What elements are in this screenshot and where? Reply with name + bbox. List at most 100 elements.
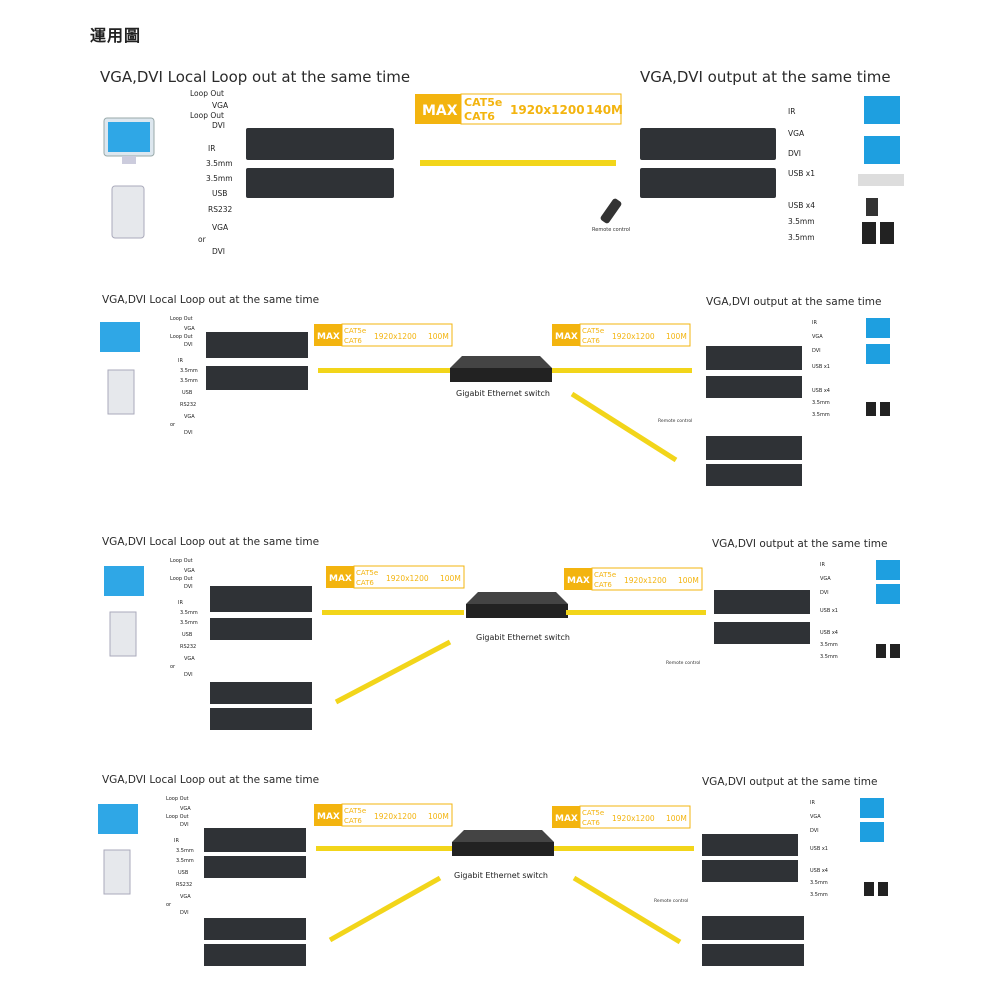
- diagram-label: 1920x1200: [510, 103, 585, 117]
- diagram-label: 100M: [666, 332, 687, 341]
- transmitter-front: [204, 918, 306, 940]
- diagram-label: DVI: [184, 584, 193, 590]
- pc-icon: [100, 322, 140, 415]
- transmitter-front: [204, 828, 306, 852]
- diagram-label: or: [166, 902, 172, 908]
- panel3-title-right: VGA,DVI output at the same time: [712, 538, 888, 550]
- receiver-back: [640, 168, 776, 198]
- port-label: Loop Out: [190, 111, 224, 120]
- diagram-label: 100M: [678, 576, 699, 585]
- receiver-front: [714, 590, 810, 614]
- spec-badge: MAX CAT5e CAT6 1920x1200 100M: [552, 805, 691, 829]
- monitor-icon: [864, 136, 900, 164]
- panel1-title-right: VGA,DVI output at the same time: [640, 68, 891, 86]
- diagram-label: CAT6: [582, 337, 600, 345]
- remote-label: Remote control: [592, 227, 630, 233]
- diagram-label: 100M: [428, 812, 449, 821]
- diagram-label: CAT6: [464, 110, 495, 123]
- panel2-title-left: VGA,DVI Local Loop out at the same time: [102, 294, 320, 306]
- diagram-label: VGA: [788, 129, 805, 138]
- right-port-labels: IR VGA DVI USB x1 USB x4 3.5mm 3.5mm: [788, 107, 815, 242]
- keyboard-icon: [858, 174, 904, 186]
- ethernet-switch-icon: [450, 356, 552, 382]
- diagram-label: Gigabit Ethernet switch: [476, 633, 570, 642]
- diagram-label: Remote control: [658, 418, 692, 424]
- diagram-label: DVI: [184, 672, 193, 678]
- diagram-label: CAT6: [344, 337, 362, 345]
- diagram-label: MAX: [567, 576, 590, 586]
- diagram-label: DVI: [788, 149, 801, 158]
- diagram-label: CAT5e: [582, 327, 604, 335]
- panel4-title-left: VGA,DVI Local Loop out at the same time: [102, 774, 320, 786]
- page-heading: 運用圖: [90, 26, 142, 45]
- port-label: DVI: [212, 121, 225, 130]
- diagram-label: USB: [178, 870, 189, 876]
- diagram-label: Remote control: [654, 898, 688, 904]
- cat-cable: [420, 160, 616, 166]
- diagram-label: CAT6: [582, 819, 600, 827]
- diagram-label: 1920x1200: [374, 332, 417, 341]
- diagram-label: VGA: [184, 414, 195, 420]
- diagram-label: Loop Out: [166, 814, 189, 820]
- diagram-label: 3.5mm: [788, 233, 815, 242]
- pc-icon: [103, 117, 155, 239]
- cat-cable: [328, 875, 442, 943]
- remote-control-icon: [600, 198, 622, 224]
- spec-badge: MAX CAT5e CAT6 1920x1200 100M: [326, 565, 465, 589]
- diagram-label: DVI: [812, 348, 821, 354]
- diagram-label: 3.5mm: [810, 892, 828, 898]
- transmitter-front: [246, 128, 394, 160]
- diagram-label: Gigabit Ethernet switch: [454, 871, 548, 880]
- cat-cable: [554, 846, 694, 851]
- diagram-label: DVI: [184, 342, 193, 348]
- diagram-label: USB: [182, 390, 193, 396]
- diagram-label: DVI: [180, 910, 189, 916]
- diagram-label: USB x1: [788, 169, 815, 178]
- diagram-label: 3.5mm: [788, 217, 815, 226]
- diagram-label: 3.5mm: [180, 620, 198, 626]
- diagram-label: 1920x1200: [612, 332, 655, 341]
- diagram-label: IR: [812, 320, 817, 326]
- speaker-icon: [880, 402, 890, 416]
- diagram-label: CAT5e: [344, 327, 366, 335]
- speaker-icon: [890, 644, 900, 658]
- panel4-title-right: VGA,DVI output at the same time: [702, 776, 878, 788]
- speaker-icon: [878, 882, 888, 896]
- diagram-label: 3.5mm: [176, 848, 194, 854]
- monitor-icon: [860, 822, 884, 842]
- diagram-label: USB x4: [812, 388, 830, 394]
- diagram-label: CAT5e: [344, 807, 366, 815]
- diagram-label: USB x1: [810, 846, 828, 852]
- diagram-label: DVI: [180, 822, 189, 828]
- diagram-label: 1920x1200: [386, 574, 429, 583]
- diagram-label: RS232: [176, 882, 192, 888]
- diagram-label: CAT6: [344, 817, 362, 825]
- monitor-icon: [864, 96, 900, 124]
- transmitter-front: [210, 682, 312, 704]
- diagram-label: VGA: [180, 894, 191, 900]
- diagram-label: 1920x1200: [374, 812, 417, 821]
- diagram-label: Loop Out: [170, 334, 193, 340]
- diagram-label: 3.5mm: [820, 642, 838, 648]
- diagram-label: MAX: [555, 814, 578, 824]
- diagram-label: Loop Out: [170, 576, 193, 582]
- port-label: VGA: [212, 223, 229, 232]
- diagram-label: Loop Out: [170, 316, 193, 322]
- port-label: 3.5mm: [206, 174, 233, 183]
- diagram-label: VGA: [184, 656, 195, 662]
- diagram-label: 3.5mm: [820, 654, 838, 660]
- diagram-label: 1920x1200: [624, 576, 667, 585]
- diagram-label: 1920x1200: [612, 814, 655, 823]
- monitor-icon: [876, 560, 900, 580]
- diagram-label: Loop Out: [166, 796, 189, 802]
- panel1-title-left: VGA,DVI Local Loop out at the same time: [100, 68, 411, 86]
- diagram-label: IR: [788, 107, 795, 116]
- diagram-label: USB x1: [812, 364, 830, 370]
- monitor-icon: [860, 798, 884, 818]
- cat-cable: [572, 875, 682, 945]
- speaker-icon: [862, 222, 876, 244]
- diagram-label: VGA: [812, 334, 823, 340]
- diagram-label: Loop Out: [170, 558, 193, 564]
